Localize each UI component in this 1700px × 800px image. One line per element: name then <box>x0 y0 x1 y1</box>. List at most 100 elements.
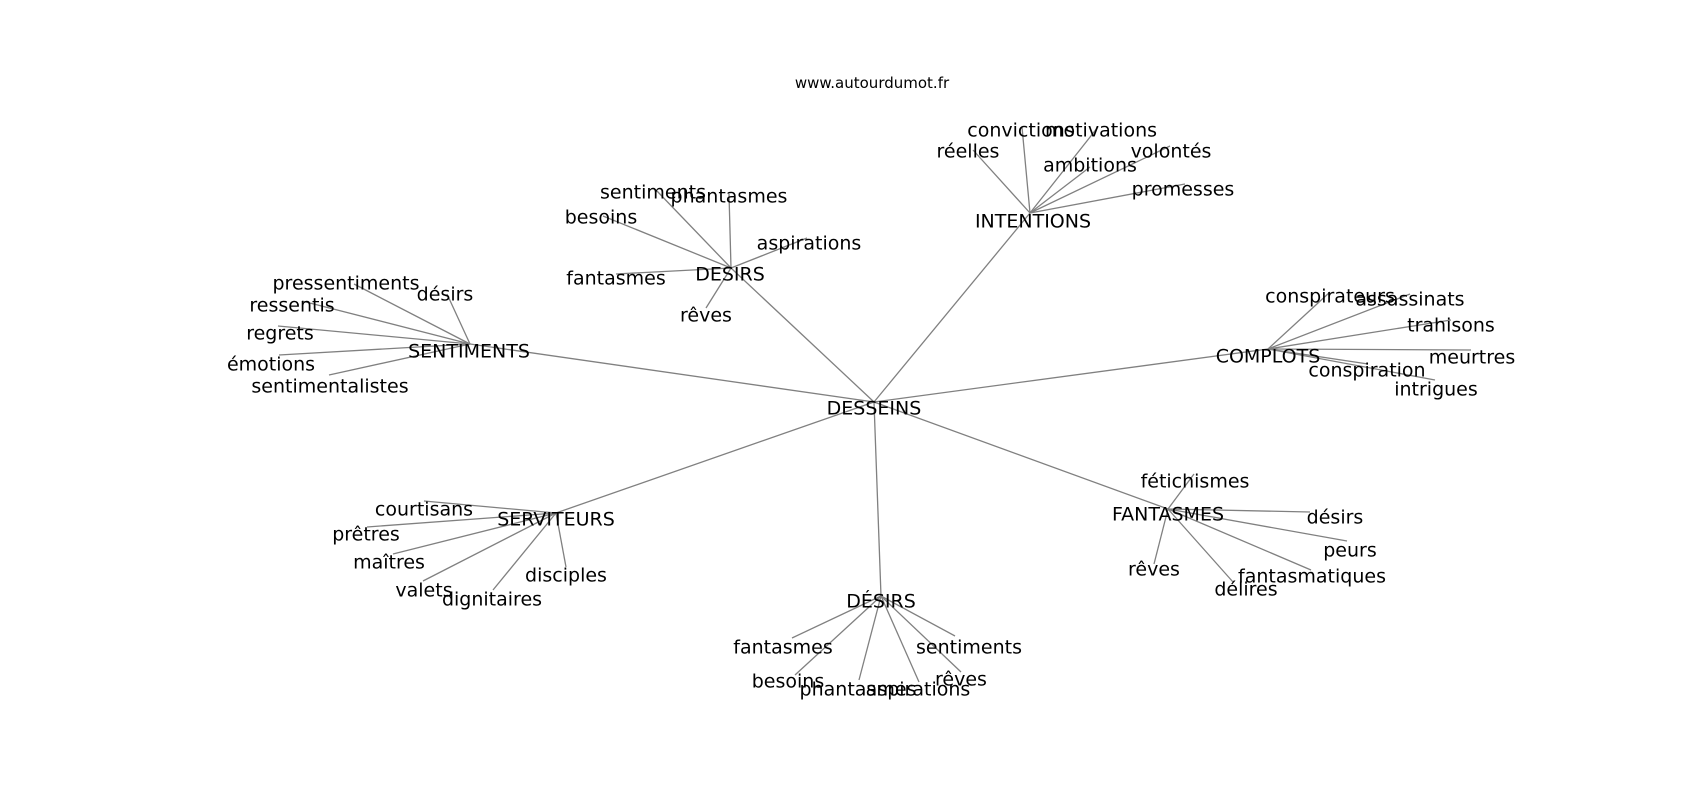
leaf-node: courtisans <box>375 499 473 521</box>
root-edge <box>555 401 875 514</box>
leaf-edge <box>555 512 567 568</box>
leaf-edge <box>1021 126 1031 214</box>
leaf-edge <box>1267 348 1472 351</box>
leaf-node: émotions <box>227 354 315 376</box>
labels-layer: www.autourdumot.fr DESSEINS INTENTIONS con… <box>227 74 1515 701</box>
leaf-node: sentiments <box>916 637 1022 659</box>
leaf-edge <box>1267 293 1411 350</box>
leaf-edge <box>1267 319 1452 350</box>
leaf-edge <box>972 149 1031 214</box>
leaf-edge <box>1167 473 1195 510</box>
leaf-edge <box>602 215 732 269</box>
leaf-edge <box>353 283 471 345</box>
leaf-edge <box>1167 508 1348 542</box>
leaf-edge <box>446 293 471 345</box>
leaf-node: phantasmes <box>800 679 917 701</box>
leaf-node: convictions <box>967 120 1074 142</box>
leaf-node: fantasmatiques <box>1238 566 1386 588</box>
leaf-edge <box>492 512 557 591</box>
leaf-node: délires <box>1214 579 1277 601</box>
leaf-edge <box>705 267 732 309</box>
leaf-node: intrigues <box>1394 379 1478 401</box>
leaf-node: fétichismes <box>1141 471 1250 493</box>
leaf-edge <box>1267 291 1331 350</box>
leaf-edge <box>278 343 471 356</box>
root-node: DESSEINS <box>827 398 922 420</box>
leaf-edge <box>730 237 808 269</box>
leaf-node: motivations <box>1045 120 1157 142</box>
leaf-edge <box>880 595 962 673</box>
leaf-edge <box>328 343 471 376</box>
cluster-node: SENTIMENTS <box>408 341 530 363</box>
leaf-edge <box>301 300 471 345</box>
leaf-edge <box>1029 126 1099 214</box>
cluster-node: INTENTIONS <box>975 211 1091 233</box>
root-edge <box>873 401 1169 510</box>
leaf-node: volontés <box>1131 141 1212 163</box>
leaf-node: maîtres <box>353 552 425 574</box>
root-edge <box>873 348 1269 403</box>
leaf-node: aspirations <box>866 679 971 701</box>
leaf-edge <box>655 189 732 269</box>
root-edge <box>873 401 882 597</box>
leaf-node: conspiration <box>1308 360 1425 382</box>
leaf-node: phantasmes <box>671 186 788 208</box>
leaf-edge <box>615 267 732 275</box>
leaf-edge <box>422 512 557 582</box>
leaf-node: meurtres <box>1429 347 1515 369</box>
leaf-node: ressentis <box>249 295 334 317</box>
leaf-edge <box>1029 166 1091 214</box>
cluster-node: DÉSIRS <box>846 590 916 613</box>
leaf-node: besoins <box>752 671 825 693</box>
leaf-node: trahisons <box>1407 315 1495 337</box>
leaf-node: pressentiments <box>273 273 420 295</box>
leaf-node: ambitions <box>1043 155 1137 177</box>
leaf-edge <box>1167 508 1234 583</box>
leaf-edge <box>392 512 557 555</box>
leaf-edge <box>366 512 557 528</box>
leaf-node: désirs <box>417 284 474 306</box>
leaf-edge <box>858 595 882 681</box>
leaf-node: rêves <box>1128 559 1180 581</box>
site-url: www.autourdumot.fr <box>795 74 950 92</box>
leaf-edge <box>423 500 557 514</box>
leaf-node: sentiments <box>600 182 706 204</box>
leaf-node: valets <box>395 580 452 602</box>
leaf-node: aspirations <box>757 233 862 255</box>
leaf-node: prêtres <box>332 524 400 546</box>
leaf-node: besoins <box>565 207 638 229</box>
leaf-edge <box>880 595 956 637</box>
leaf-node: désirs <box>1307 507 1364 529</box>
leaf-edge <box>791 595 882 639</box>
cluster-node: DESIRS <box>695 264 765 286</box>
leaf-node: disciples <box>525 565 607 587</box>
leaf-edge <box>1167 508 1312 571</box>
cluster-node: COMPLOTS <box>1216 346 1321 368</box>
leaf-edge <box>1267 348 1436 381</box>
cluster-node: SERVITEURS <box>497 509 615 531</box>
leaf-node: fantasmes <box>733 637 832 659</box>
leaf-edge <box>1029 145 1171 214</box>
leaf-edge <box>1029 183 1186 214</box>
leaf-node: fantasmes <box>566 268 665 290</box>
leaf-node: sentimentalistes <box>251 376 408 398</box>
leaf-node: promesses <box>1132 179 1235 201</box>
leaf-node: rêves <box>680 305 732 327</box>
leaf-node: rêves <box>935 669 987 691</box>
cluster-node: FANTASMES <box>1112 504 1224 526</box>
leaf-edge <box>277 325 471 345</box>
leaf-edge <box>880 595 920 683</box>
root-edge <box>873 212 1031 403</box>
root-edge <box>730 267 875 403</box>
leaf-edge <box>1153 508 1169 565</box>
leaf-node: réelles <box>937 141 1000 163</box>
leaf-node: peurs <box>1323 540 1377 562</box>
leaf-node: conspirateurs <box>1265 286 1395 308</box>
leaf-edge <box>794 595 882 676</box>
edges-layer <box>277 126 1472 683</box>
leaf-edge <box>728 193 732 269</box>
leaf-edge <box>1167 508 1311 513</box>
leaf-node: assassinats <box>1355 289 1464 311</box>
leaf-node: regrets <box>246 323 314 345</box>
